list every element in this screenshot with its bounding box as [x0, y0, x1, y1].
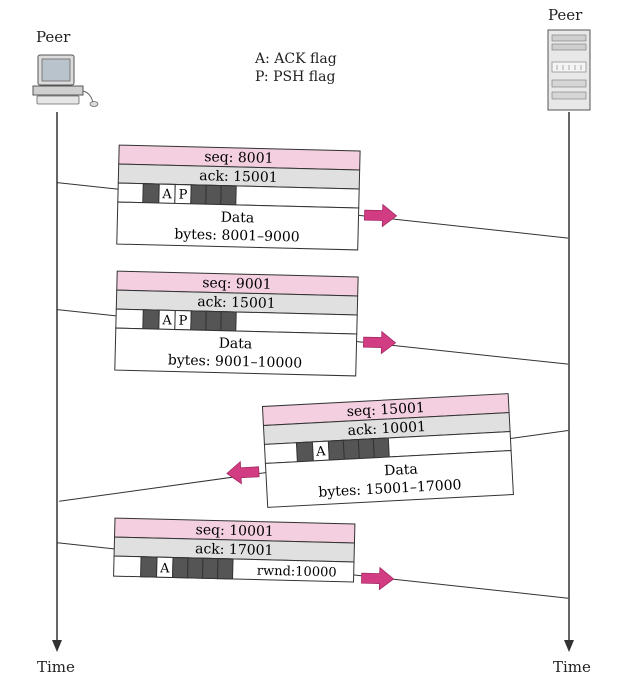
- segment-1-seq: seq: 8001: [204, 149, 274, 167]
- left-time-arrowhead: [52, 640, 62, 652]
- segment-1-flag-p: P: [178, 188, 187, 203]
- segment-2-seq: seq: 9001: [202, 275, 272, 293]
- segment-4-flag-dark-4: [217, 558, 234, 580]
- segment-1-direction-arrow: [364, 203, 398, 228]
- segment-4-flag-dark-3: [202, 557, 219, 580]
- segment-3-ack: ack: 10001: [347, 419, 426, 439]
- left-peer-label: Peer: [36, 28, 71, 46]
- segment-2-body-line1: Data: [218, 336, 252, 353]
- server-icon: [547, 29, 591, 111]
- segment-3-flag-dark-2: [342, 439, 360, 460]
- right-peer-label: Peer: [548, 6, 583, 24]
- legend-ack: A: ACK flag: [255, 51, 337, 67]
- segment-4-flag-dark-1: [172, 557, 189, 579]
- segment-3-flag-dark-a: [295, 441, 314, 463]
- segment-2-ack: ack: 15001: [197, 294, 276, 312]
- segment-3-seq: seq: 15001: [346, 400, 425, 420]
- segment-2-flag-dark-3: [220, 311, 237, 332]
- segment-3-body: [264, 450, 514, 508]
- legend: A: ACK flag P: PSH flag: [255, 50, 337, 86]
- segment-2-flag-a: A: [161, 313, 172, 328]
- segment-2-flag-dark-a: [142, 309, 160, 330]
- segment-2-flag-p: P: [178, 314, 187, 329]
- segment-3-flag-dark-3: [357, 438, 375, 460]
- segment-2-body-line2: bytes: 9001–10000: [168, 352, 303, 371]
- segment-4-flag-dark-a: [140, 556, 158, 578]
- segment-1-body: [116, 201, 360, 251]
- computer-icon: [32, 54, 99, 107]
- segment-3-flag-dark-4: [372, 437, 390, 459]
- segment-1-flag-a: A: [161, 187, 172, 202]
- segment-1-flag-dark-1: [190, 184, 207, 205]
- segment-1-ack: ack: 15001: [199, 168, 278, 186]
- segment-3-direction-arrow: [226, 460, 260, 485]
- segment-1-body-line1: Data: [220, 210, 254, 227]
- segment-1-body-line2: bytes: 8001–9000: [174, 226, 300, 245]
- segment-4-flag-dark-2: [187, 557, 204, 579]
- segment-4-flag-a: A: [159, 561, 170, 576]
- segment-2: seq: 9001 ack: 15001 A P Data bytes: 900…: [57, 270, 569, 377]
- segment-4-seq: seq: 10001: [195, 522, 274, 540]
- segment-1-flag-dark-3: [220, 185, 237, 206]
- segment-3-flag-a: A: [315, 444, 327, 460]
- right-time-label: Time: [553, 658, 591, 676]
- segment-4-rwnd: rwnd:10000: [257, 564, 337, 581]
- segment-2-flag-dark-1: [190, 310, 207, 331]
- segment-4: seq: 10001 ack: 17001 A rwnd:10000: [57, 517, 569, 599]
- segment-3: seq: 15001 ack: 10001 A Data bytes: 1500…: [59, 393, 569, 508]
- segment-1: seq: 8001 ack: 15001 A P Data bytes: 800…: [57, 144, 569, 251]
- segment-3-body-line2: bytes: 15001–17000: [318, 477, 462, 500]
- segment-1-flag-dark-2: [205, 184, 222, 206]
- legend-psh: P: PSH flag: [255, 69, 336, 85]
- segment-2-body: [114, 327, 358, 377]
- segment-1-flag-dark-a: [142, 183, 160, 204]
- segment-2-flag-dark-2: [205, 310, 222, 332]
- right-time-arrowhead: [564, 640, 574, 652]
- segment-4-ack: ack: 17001: [195, 541, 274, 559]
- segment-3-body-line1: Data: [384, 461, 418, 479]
- segment-2-direction-arrow: [363, 330, 397, 355]
- left-time-label: Time: [37, 658, 75, 676]
- segment-4-direction-arrow: [361, 566, 395, 591]
- segment-3-flag-dark-1: [327, 439, 345, 461]
